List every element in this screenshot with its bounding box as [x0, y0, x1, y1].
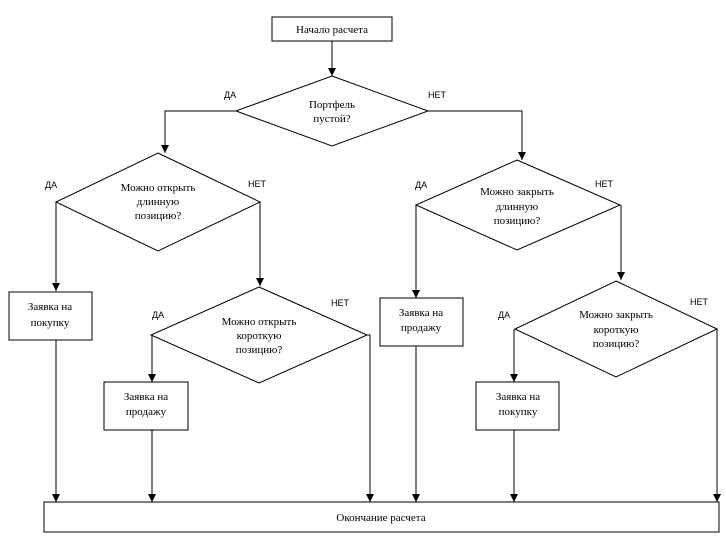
order-sell-box: Заявка на продажу: [379, 297, 464, 347]
decision-line: позицию?: [494, 215, 541, 227]
box-line: Заявка на: [28, 301, 72, 313]
decision-line: Можно открыть: [121, 182, 196, 194]
decision-line: пустой?: [313, 113, 350, 125]
decision-open-long: Можно открыть длинную позицию?: [54, 152, 262, 252]
box-line: Заявка на: [124, 391, 168, 403]
decision-line: длинную: [496, 201, 538, 213]
decision-line: Можно закрыть: [480, 186, 554, 198]
end-node: Окончание расчета: [43, 501, 720, 533]
decision-open-short: Можно открыть короткую позицию?: [149, 286, 369, 384]
connector: [161, 110, 236, 153]
no-label: НЕТ: [331, 298, 350, 308]
yes-label: ДА: [45, 180, 57, 190]
start-node: Начало расчета: [271, 16, 393, 42]
decision-line: позицию?: [593, 338, 640, 350]
decision-close-long: Можно закрыть длинную позицию?: [414, 159, 622, 251]
no-label: НЕТ: [428, 90, 447, 100]
yes-label: ДА: [498, 310, 510, 320]
no-label: НЕТ: [595, 179, 614, 189]
decision-close-short: Можно закрыть короткую позицию?: [513, 280, 719, 378]
order-buy-box: Заявка на покупку: [8, 291, 93, 341]
yes-label: ДА: [224, 90, 236, 100]
decision-line: Можно закрыть: [579, 309, 653, 321]
no-label: НЕТ: [690, 297, 709, 307]
yes-label: ДА: [152, 310, 164, 320]
box-line: покупку: [499, 406, 538, 418]
box-line: Заявка на: [496, 391, 540, 403]
no-label: НЕТ: [248, 179, 267, 189]
decision-line: Портфель: [309, 99, 355, 111]
box-line: покупку: [31, 317, 70, 329]
decision-line: Можно открыть: [222, 316, 297, 328]
connector: [366, 334, 374, 502]
decision-line: позицию?: [135, 210, 182, 222]
box-line: Заявка на: [399, 307, 443, 319]
decision-line: длинную: [137, 196, 179, 208]
order-sell-box: Заявка на продажу: [103, 381, 189, 431]
end-label: Окончание расчета: [336, 512, 425, 524]
order-buy-box: Заявка на покупку: [475, 381, 560, 431]
decision-line: короткую: [237, 330, 282, 342]
connector: [428, 110, 526, 160]
decision-line: позицию?: [236, 344, 283, 356]
box-line: продажу: [126, 406, 167, 418]
decision-line: короткую: [594, 324, 639, 336]
box-line: продажу: [401, 322, 442, 334]
start-label: Начало расчета: [296, 24, 368, 36]
yes-label: ДА: [415, 180, 427, 190]
decision-portfolio-empty: Портфель пустой?: [234, 75, 430, 147]
